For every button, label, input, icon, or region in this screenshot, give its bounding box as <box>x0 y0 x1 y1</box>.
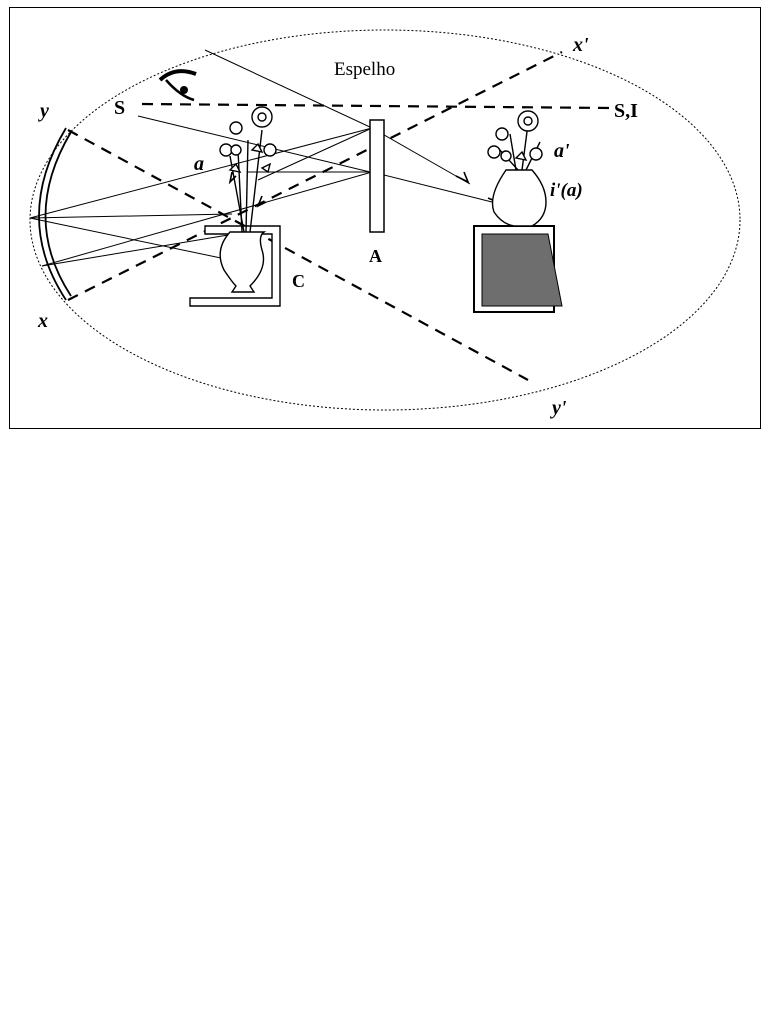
eye-icon <box>158 69 197 102</box>
axis-x-diagonal <box>67 51 563 301</box>
label-y: y <box>38 100 49 122</box>
axis-lines <box>67 51 613 381</box>
label-screen-a: A <box>369 246 382 266</box>
label-y-prime: y' <box>550 397 567 419</box>
object-vase <box>189 106 281 307</box>
label-i-a: i'(a) <box>550 180 583 201</box>
figure-frame <box>9 7 761 429</box>
label-box-c: C <box>292 271 305 291</box>
label-s-i: S,I <box>614 100 638 122</box>
image-vase <box>473 110 563 313</box>
boundary-ellipse <box>29 29 741 411</box>
label-a-prime: a' <box>554 140 570 162</box>
mirror-title: Espelho <box>334 59 395 80</box>
axis-horizontal-dashed <box>141 102 613 110</box>
light-rays <box>29 49 501 267</box>
screen-a <box>369 119 385 233</box>
label-x: x <box>37 310 48 332</box>
optics-diagram: Espelho S S,I y y' x x' a a' i'(a) A C <box>29 29 741 419</box>
label-x-prime: x' <box>572 34 589 56</box>
label-s: S <box>114 97 125 119</box>
axis-y-diagonal <box>67 129 529 381</box>
label-a: a <box>194 153 204 175</box>
